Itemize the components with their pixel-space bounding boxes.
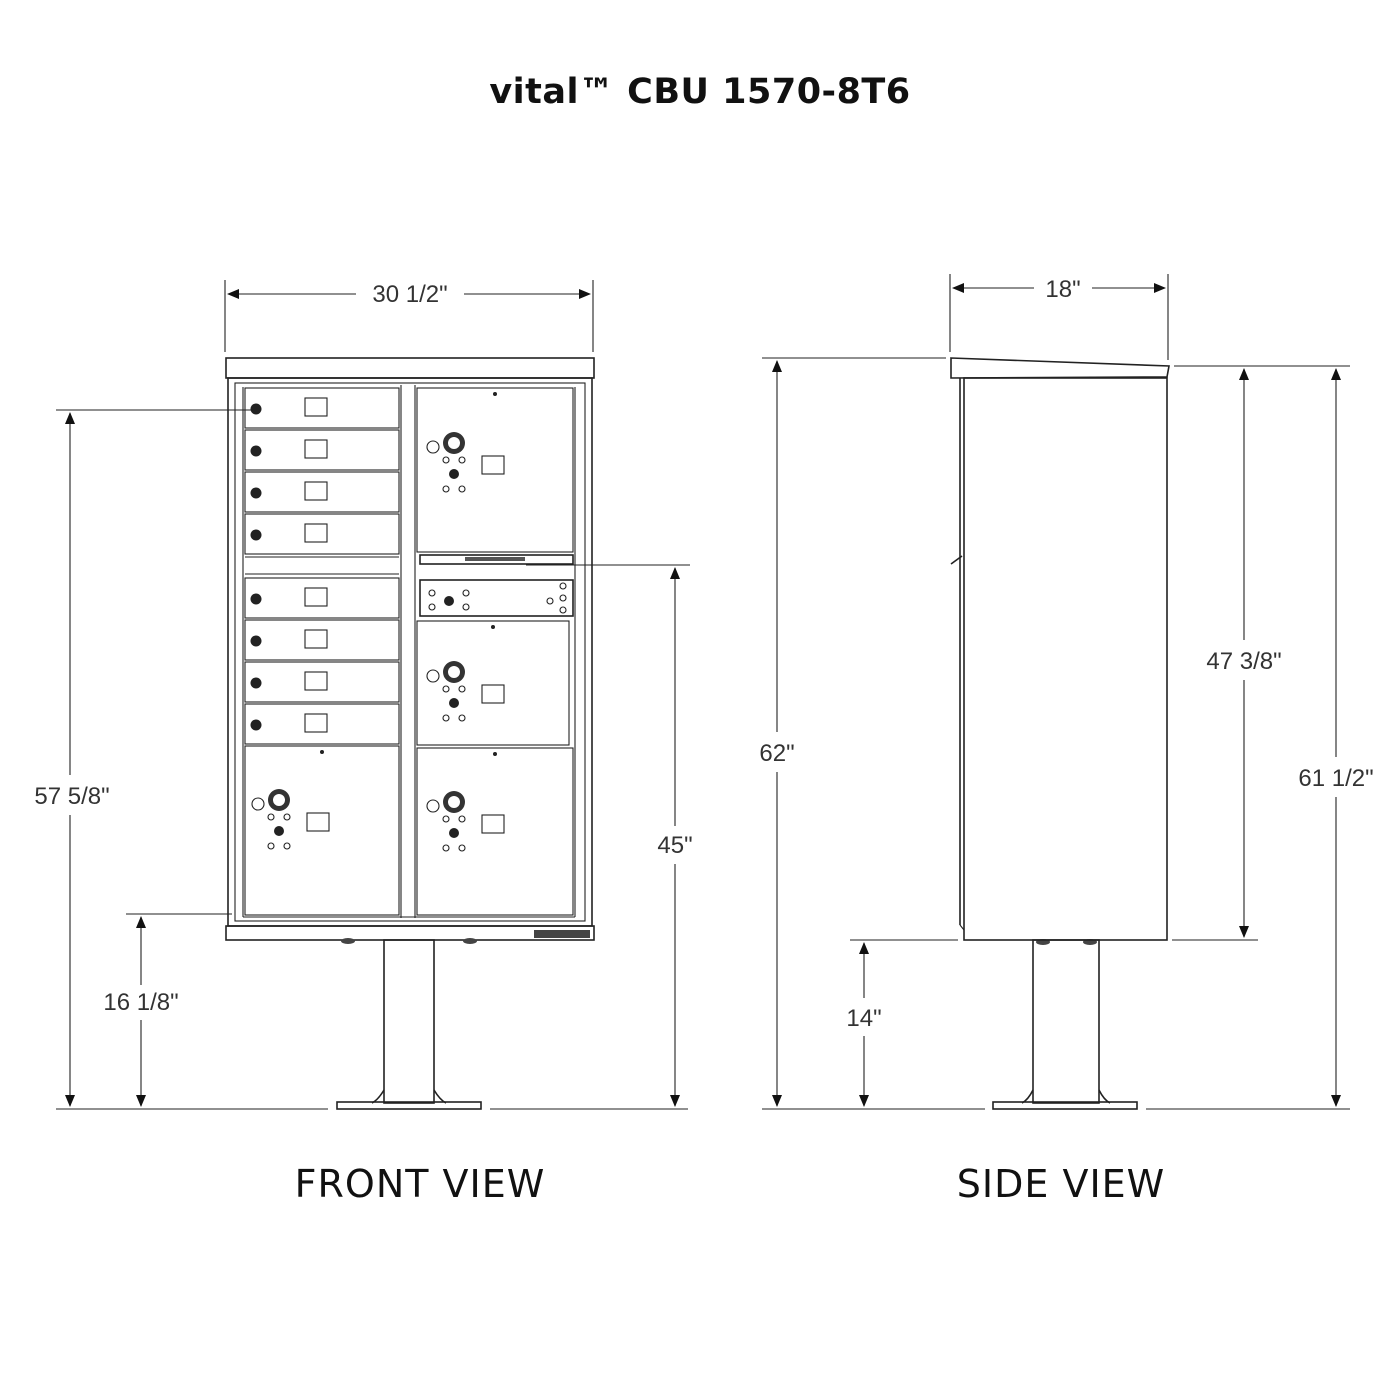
dim-overall-height: 62" [759,740,794,767]
door-label-icon [304,397,328,417]
front-base-plate [336,1101,482,1110]
customer-door [244,387,400,429]
parcel-locker-door [244,745,400,916]
dim-bottom-height: 16 1/8" [103,989,178,1016]
dim-top-lock-height: 57 5/8" [34,783,109,810]
door-label-icon [304,587,328,607]
side-view-label: SIDE VIEW [957,1162,1165,1206]
side-base-plate [992,1101,1138,1110]
door-label-icon [304,523,328,543]
door-lock-icon [250,677,262,689]
parcel-label-icon [306,812,330,832]
dim-cabinet-height: 47 3/8" [1206,648,1281,675]
door-lock-icon [250,719,262,731]
customer-door [244,577,400,619]
customer-door [244,471,400,513]
side-slot-lip [950,555,963,565]
parcel-locker-door [416,620,570,746]
door-label-icon [304,629,328,649]
door-lock-icon [250,445,262,457]
front-pedestal [383,939,435,1104]
master-door [419,579,574,617]
customer-door [244,513,400,555]
side-pedestal [1032,939,1100,1104]
front-cabinet [227,377,593,927]
door-label-icon [304,481,328,501]
parcel-locker-door [416,747,574,916]
door-label-icon [304,671,328,691]
dim-slot-height: 45" [657,832,692,859]
dim-base-height: 14" [846,1005,881,1032]
parcel-locker-door [416,387,574,553]
side-view: 18" 62" 47 3/8" 14" 61 1/2" SIDE VIEW [759,274,1374,1206]
dim-depth: 18" [1045,276,1080,303]
parcel-label-icon [481,684,505,704]
customer-door [244,619,400,661]
customer-door [244,703,400,745]
customer-door-column [244,387,400,916]
door-lock-icon [250,529,262,541]
side-roof [950,357,1170,379]
door-lock-icon [250,593,262,605]
front-view-label: FRONT VIEW [295,1162,546,1206]
parcel-locker-column [416,387,574,916]
front-cabinet-inner [234,382,586,922]
customer-door [244,661,400,703]
diagram-title: vital™ CBU 1570-8T6 [489,72,911,112]
outgoing-mail-slot [419,554,574,565]
door-lock-icon [250,487,262,499]
dim-rear-height: 61 1/2" [1298,765,1373,792]
customer-door [244,429,400,471]
dim-width: 30 1/2" [372,281,447,308]
door-label-icon [304,439,328,459]
side-cabinet [963,377,1168,941]
door-label-icon [304,713,328,733]
door-lock-icon [250,403,262,415]
door-lock-icon [250,635,262,647]
front-top-cap [225,357,595,379]
parcel-label-icon [481,814,505,834]
parcel-label-icon [481,455,505,475]
front-view: 30 1/2" 57 5/8" 16 1/8" 45" FRONT VIEW [34,280,693,1206]
